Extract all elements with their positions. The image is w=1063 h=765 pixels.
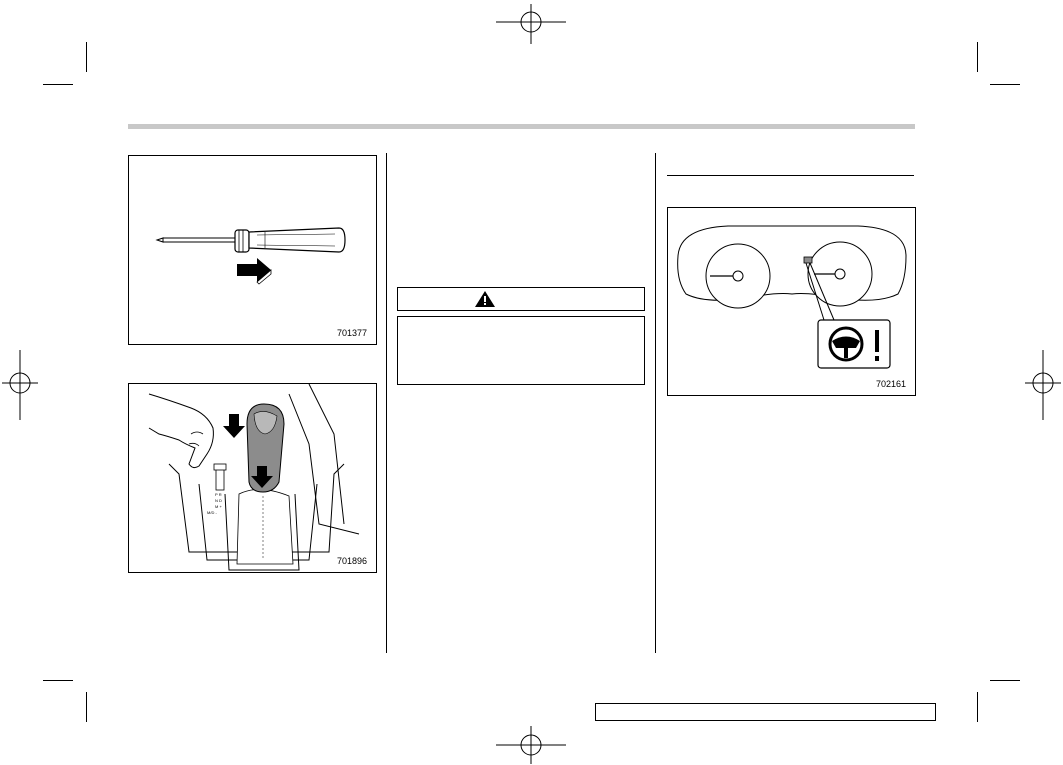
figure-number: 701377 [337, 328, 368, 338]
column-divider [655, 153, 656, 653]
instrument-cluster-illustration [677, 225, 907, 369]
column-divider [386, 153, 387, 653]
shift-lever-illustration: P R N D M + M/D - [148, 384, 360, 571]
warning-header [397, 287, 645, 311]
crop-mark [86, 42, 87, 72]
svg-text:P R: P R [215, 492, 222, 497]
warning-triangle-icon [475, 291, 495, 307]
figure-shift-lever: P R N D M + M/D - 701896 [128, 383, 377, 573]
crop-mark [977, 692, 978, 722]
registration-target-icon [496, 726, 566, 764]
figure-instrument-cluster: 702161 [667, 207, 916, 396]
crop-mark [86, 692, 87, 722]
footer-page-box [595, 703, 936, 721]
figure-number: 701896 [337, 556, 368, 566]
warning-body [397, 316, 645, 385]
svg-text:N D: N D [215, 498, 222, 503]
screwdriver-illustration [155, 227, 346, 285]
crop-mark [977, 42, 978, 72]
figure-screwdriver: 701377 [128, 155, 377, 345]
crop-mark [990, 84, 1020, 85]
crop-mark [43, 84, 73, 85]
section-heading-rule [667, 175, 914, 176]
registration-target-icon [496, 4, 566, 44]
svg-text:M +: M + [215, 504, 222, 509]
svg-text:M/D -: M/D - [207, 510, 217, 515]
steering-wheel-icon [828, 326, 864, 362]
crop-mark [990, 680, 1020, 681]
header-bar [128, 124, 915, 129]
registration-target-icon [1025, 350, 1061, 420]
crop-mark [43, 680, 73, 681]
figure-number: 702161 [876, 379, 907, 389]
registration-target-icon [2, 350, 38, 420]
